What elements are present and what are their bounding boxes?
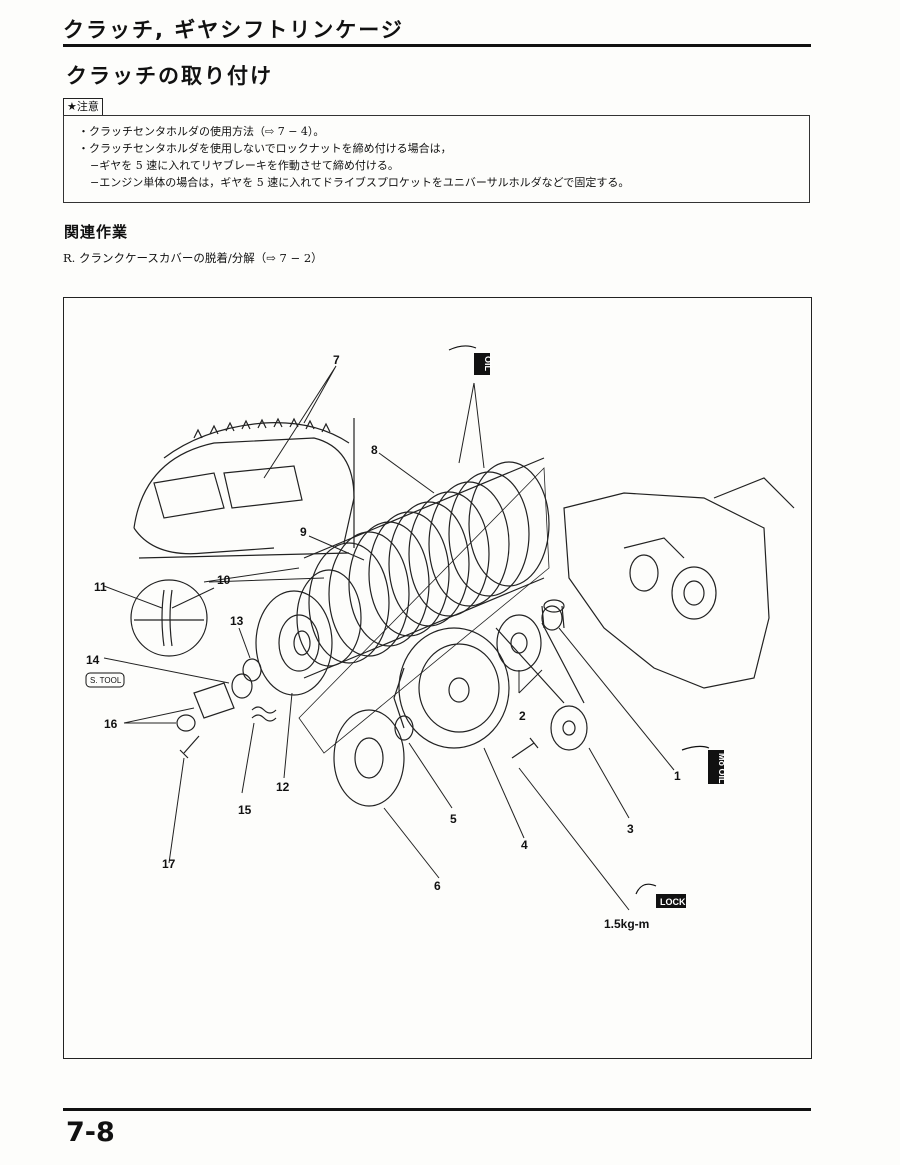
oil-badge: OIL — [448, 345, 493, 375]
section-title: クラッチ, ギヤシフトリンケージ — [63, 18, 404, 42]
callout-15: 15 — [238, 803, 252, 817]
callout-5: 5 — [450, 812, 457, 826]
mo-oil-badge: Mo OIL — [681, 745, 727, 784]
special-tool-badge-text: S. TOOL — [90, 676, 122, 685]
callout-12: 12 — [276, 780, 290, 794]
caution-line: −エンジン単体の場合は，ギヤを 5 速に入れてドライブスプロケットをユニバーサル… — [90, 176, 630, 189]
lock-badge-text: LOCK — [660, 897, 686, 907]
leader-lines — [103, 365, 675, 911]
washer-drawing — [242, 658, 262, 682]
related-work-title: 関連作業 — [64, 223, 129, 241]
torque-value: 1.5kg-m — [604, 917, 649, 931]
callout-8: 8 — [371, 443, 378, 457]
clutch-center-drawing — [333, 709, 405, 807]
callout-16: 16 — [104, 717, 118, 731]
footer-rule — [63, 1108, 811, 1111]
callout-11: 11 — [94, 580, 107, 594]
page-number: 7-8 — [66, 1117, 115, 1148]
clutch-spring-drawing — [251, 706, 277, 722]
clutch-housing-drawing — [393, 627, 510, 749]
lock-badge: LOCK — [635, 883, 686, 908]
lock-nut-drawing — [231, 673, 253, 699]
callout-10: 10 — [217, 573, 231, 587]
clutch-exploded-diagram: 7 8 9 10 11 13 14 16 12 15 17 6 5 4 3 2 … — [85, 345, 795, 931]
bolt-drawing — [179, 735, 200, 759]
wire-ring-detail-drawing — [130, 579, 208, 657]
pressure-plate-drawing — [255, 590, 333, 696]
caution-line: ・クラッチセンタホルダを使用しないでロックナットを締め付ける場合は， — [78, 142, 452, 155]
oil-pump-chain-drawing — [495, 614, 588, 751]
callout-7: 7 — [333, 353, 340, 367]
callout-14: 14 — [86, 653, 100, 667]
oil-badge-text: OIL — [483, 356, 493, 372]
oil-pump-bolt-drawing — [511, 737, 539, 759]
caution-box: ・クラッチセンタホルダの使用方法（⇨ 7 − 4）。 ・クラッチセンタホルダを使… — [63, 115, 810, 203]
caution-line: −ギヤを 5 速に入れてリヤブレーキを作動させて締め付ける。 — [90, 159, 399, 172]
lifter-plate-drawing — [176, 682, 235, 732]
crankcase-drawing — [563, 477, 795, 689]
clutch-outer-drawing — [133, 417, 355, 559]
page-title: クラッチの取り付け — [66, 64, 273, 88]
callout-17: 17 — [162, 857, 176, 871]
mo-oil-badge-text: Mo OIL — [717, 753, 727, 784]
collar-drawing — [541, 599, 565, 631]
callout-6: 6 — [434, 879, 441, 893]
caution-line: ・クラッチセンタホルダの使用方法（⇨ 7 − 4）。 — [78, 125, 325, 138]
related-work-text: R. クランクケースカバーの脱着/分解（⇨ 7 − 2） — [63, 251, 323, 265]
callout-1: 1 — [674, 769, 681, 783]
callout-4: 4 — [521, 838, 528, 852]
exploded-view-figure: 7 8 9 10 11 13 14 16 12 15 17 6 5 4 3 2 … — [63, 297, 812, 1059]
callout-labels: 7 8 9 10 11 13 14 16 12 15 17 6 5 4 3 2 … — [86, 353, 681, 931]
callout-13: 13 — [230, 614, 244, 628]
callout-9: 9 — [300, 525, 307, 539]
callout-3: 3 — [627, 822, 634, 836]
caution-label: ★注意 — [63, 98, 103, 116]
clutch-plates-drawing — [296, 457, 550, 679]
assembly-bracket-line — [298, 467, 550, 754]
special-tool-badge: S. TOOL — [85, 672, 125, 688]
header-rule — [63, 44, 811, 47]
callout-2: 2 — [519, 709, 526, 723]
